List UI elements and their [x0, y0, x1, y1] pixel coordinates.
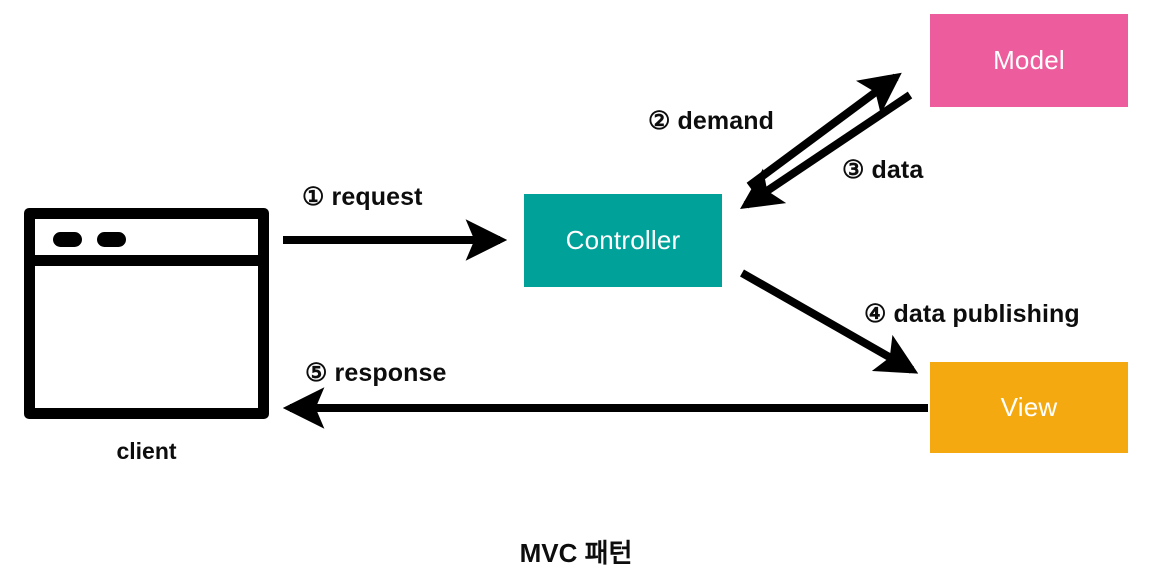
- browser-titlebar: [35, 219, 258, 266]
- browser-button-dot-1: [53, 232, 82, 247]
- node-view-label: View: [1000, 392, 1058, 422]
- edge-label-response: ⑤ response: [305, 359, 447, 387]
- node-controller-label: Controller: [565, 225, 681, 255]
- edge-label-request: ① request: [302, 183, 423, 211]
- node-controller: Controller: [524, 194, 722, 287]
- client-node-label: client: [116, 438, 177, 464]
- node-model: Model: [930, 14, 1128, 107]
- node-model-label: Model: [993, 45, 1065, 75]
- browser-button-dot-2: [97, 232, 126, 247]
- edge-label-demand: ② demand: [648, 107, 775, 135]
- client-browser-window-icon: [24, 208, 269, 419]
- diagram-caption: MVC 패턴: [519, 538, 633, 568]
- node-view: View: [930, 362, 1128, 453]
- edge-label-data: ③ data: [842, 156, 924, 184]
- edge-label-data-publishing: ④ data publishing: [864, 300, 1080, 328]
